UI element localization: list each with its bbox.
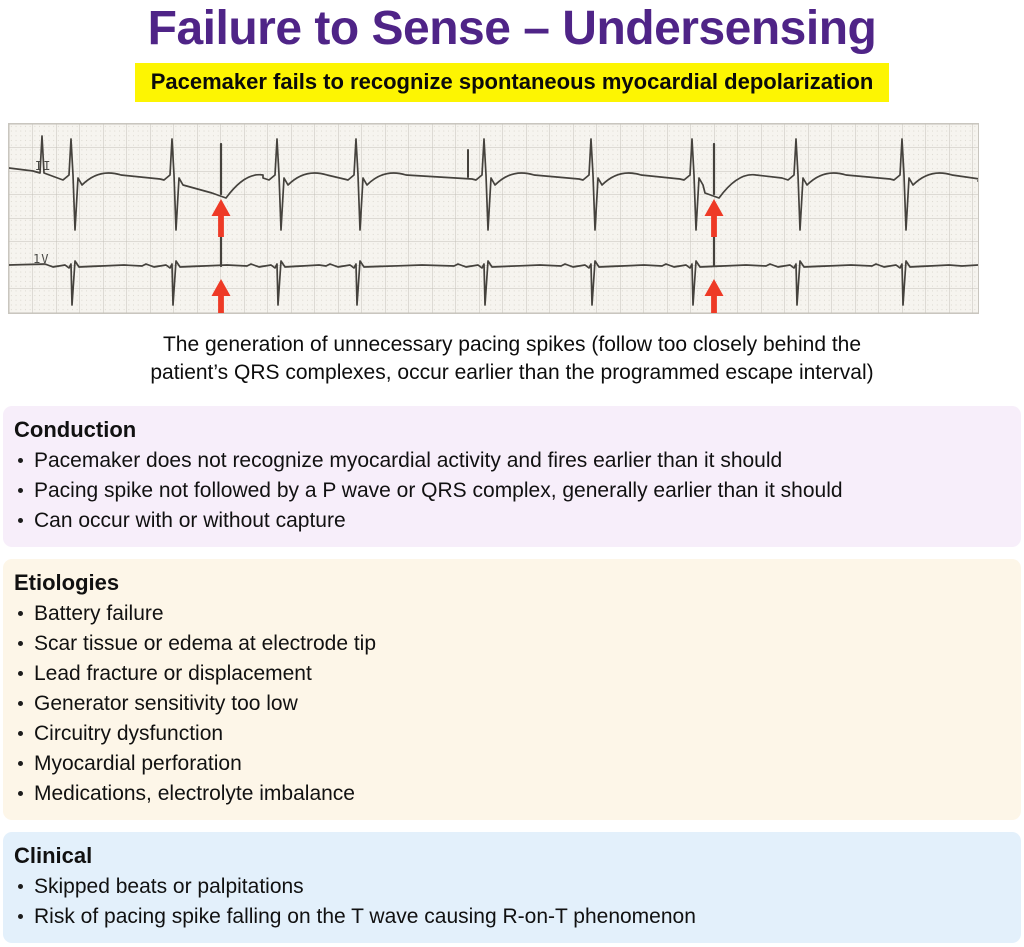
bullet-item: Scar tissue or edema at electrode tip [14, 629, 1007, 659]
bullet-item: Generator sensitivity too low [14, 689, 1007, 719]
bullet-item: Battery failure [14, 599, 1007, 629]
ecg-caption-line1: The generation of unnecessary pacing spi… [162, 333, 862, 357]
pacing-spike-arrow [211, 279, 231, 314]
bullet-item: Risk of pacing spike falling on the T wa… [14, 902, 1007, 932]
section-conduction: Conduction Pacemaker does not recognize … [3, 406, 1021, 548]
bullet-item: Lead fracture or displacement [14, 659, 1007, 689]
bullet-item: Circuitry dysfunction [14, 719, 1007, 749]
bullet-item: Skipped beats or palpitations [14, 872, 1007, 902]
section-clinical-heading: Clinical [14, 843, 93, 869]
section-etiologies: Etiologies Battery failure Scar tissue o… [3, 559, 1021, 821]
bullet-item: Medications, electrolyte imbalance [14, 779, 1007, 809]
subtitle-highlight: Pacemaker fails to recognize spontaneous… [134, 63, 890, 103]
ecg-strip: II 1V [9, 124, 978, 314]
ecg-trace-bottom [9, 260, 978, 307]
ecg-lead-label-bottom: 1V [33, 252, 49, 266]
bullet-item: Can occur with or without capture [14, 506, 1007, 536]
section-conduction-heading: Conduction [14, 417, 137, 443]
subtitle-row: Pacemaker fails to recognize spontaneous… [0, 63, 1024, 103]
bullet-item: Pacemaker does not recognize myocardial … [14, 446, 1007, 476]
pacing-spike-arrow [704, 199, 724, 238]
section-etiologies-heading: Etiologies [14, 570, 120, 596]
section-clinical-list: Skipped beats or palpitations Risk of pa… [14, 872, 1007, 932]
section-etiologies-list: Battery failure Scar tissue or edema at … [14, 599, 1007, 809]
bullet-item: Myocardial perforation [14, 749, 1007, 779]
section-clinical: Clinical Skipped beats or palpitations R… [3, 832, 1021, 944]
bullet-item: Pacing spike not followed by a P wave or… [14, 476, 1007, 506]
pacing-spike-arrow [704, 279, 724, 314]
ecg-caption: The generation of unnecessary pacing spi… [0, 331, 1024, 387]
ecg-trace-top [9, 135, 978, 232]
ecg-caption-line2: patient’s QRS complexes, occur earlier t… [150, 361, 874, 385]
pacing-spike-arrow [211, 199, 231, 238]
page-title: Failure to Sense – Undersensing [147, 2, 877, 55]
ecg-strip-figure: II 1V [8, 123, 979, 315]
ecg-lead-label-top: II [35, 159, 51, 173]
section-conduction-list: Pacemaker does not recognize myocardial … [14, 446, 1007, 536]
